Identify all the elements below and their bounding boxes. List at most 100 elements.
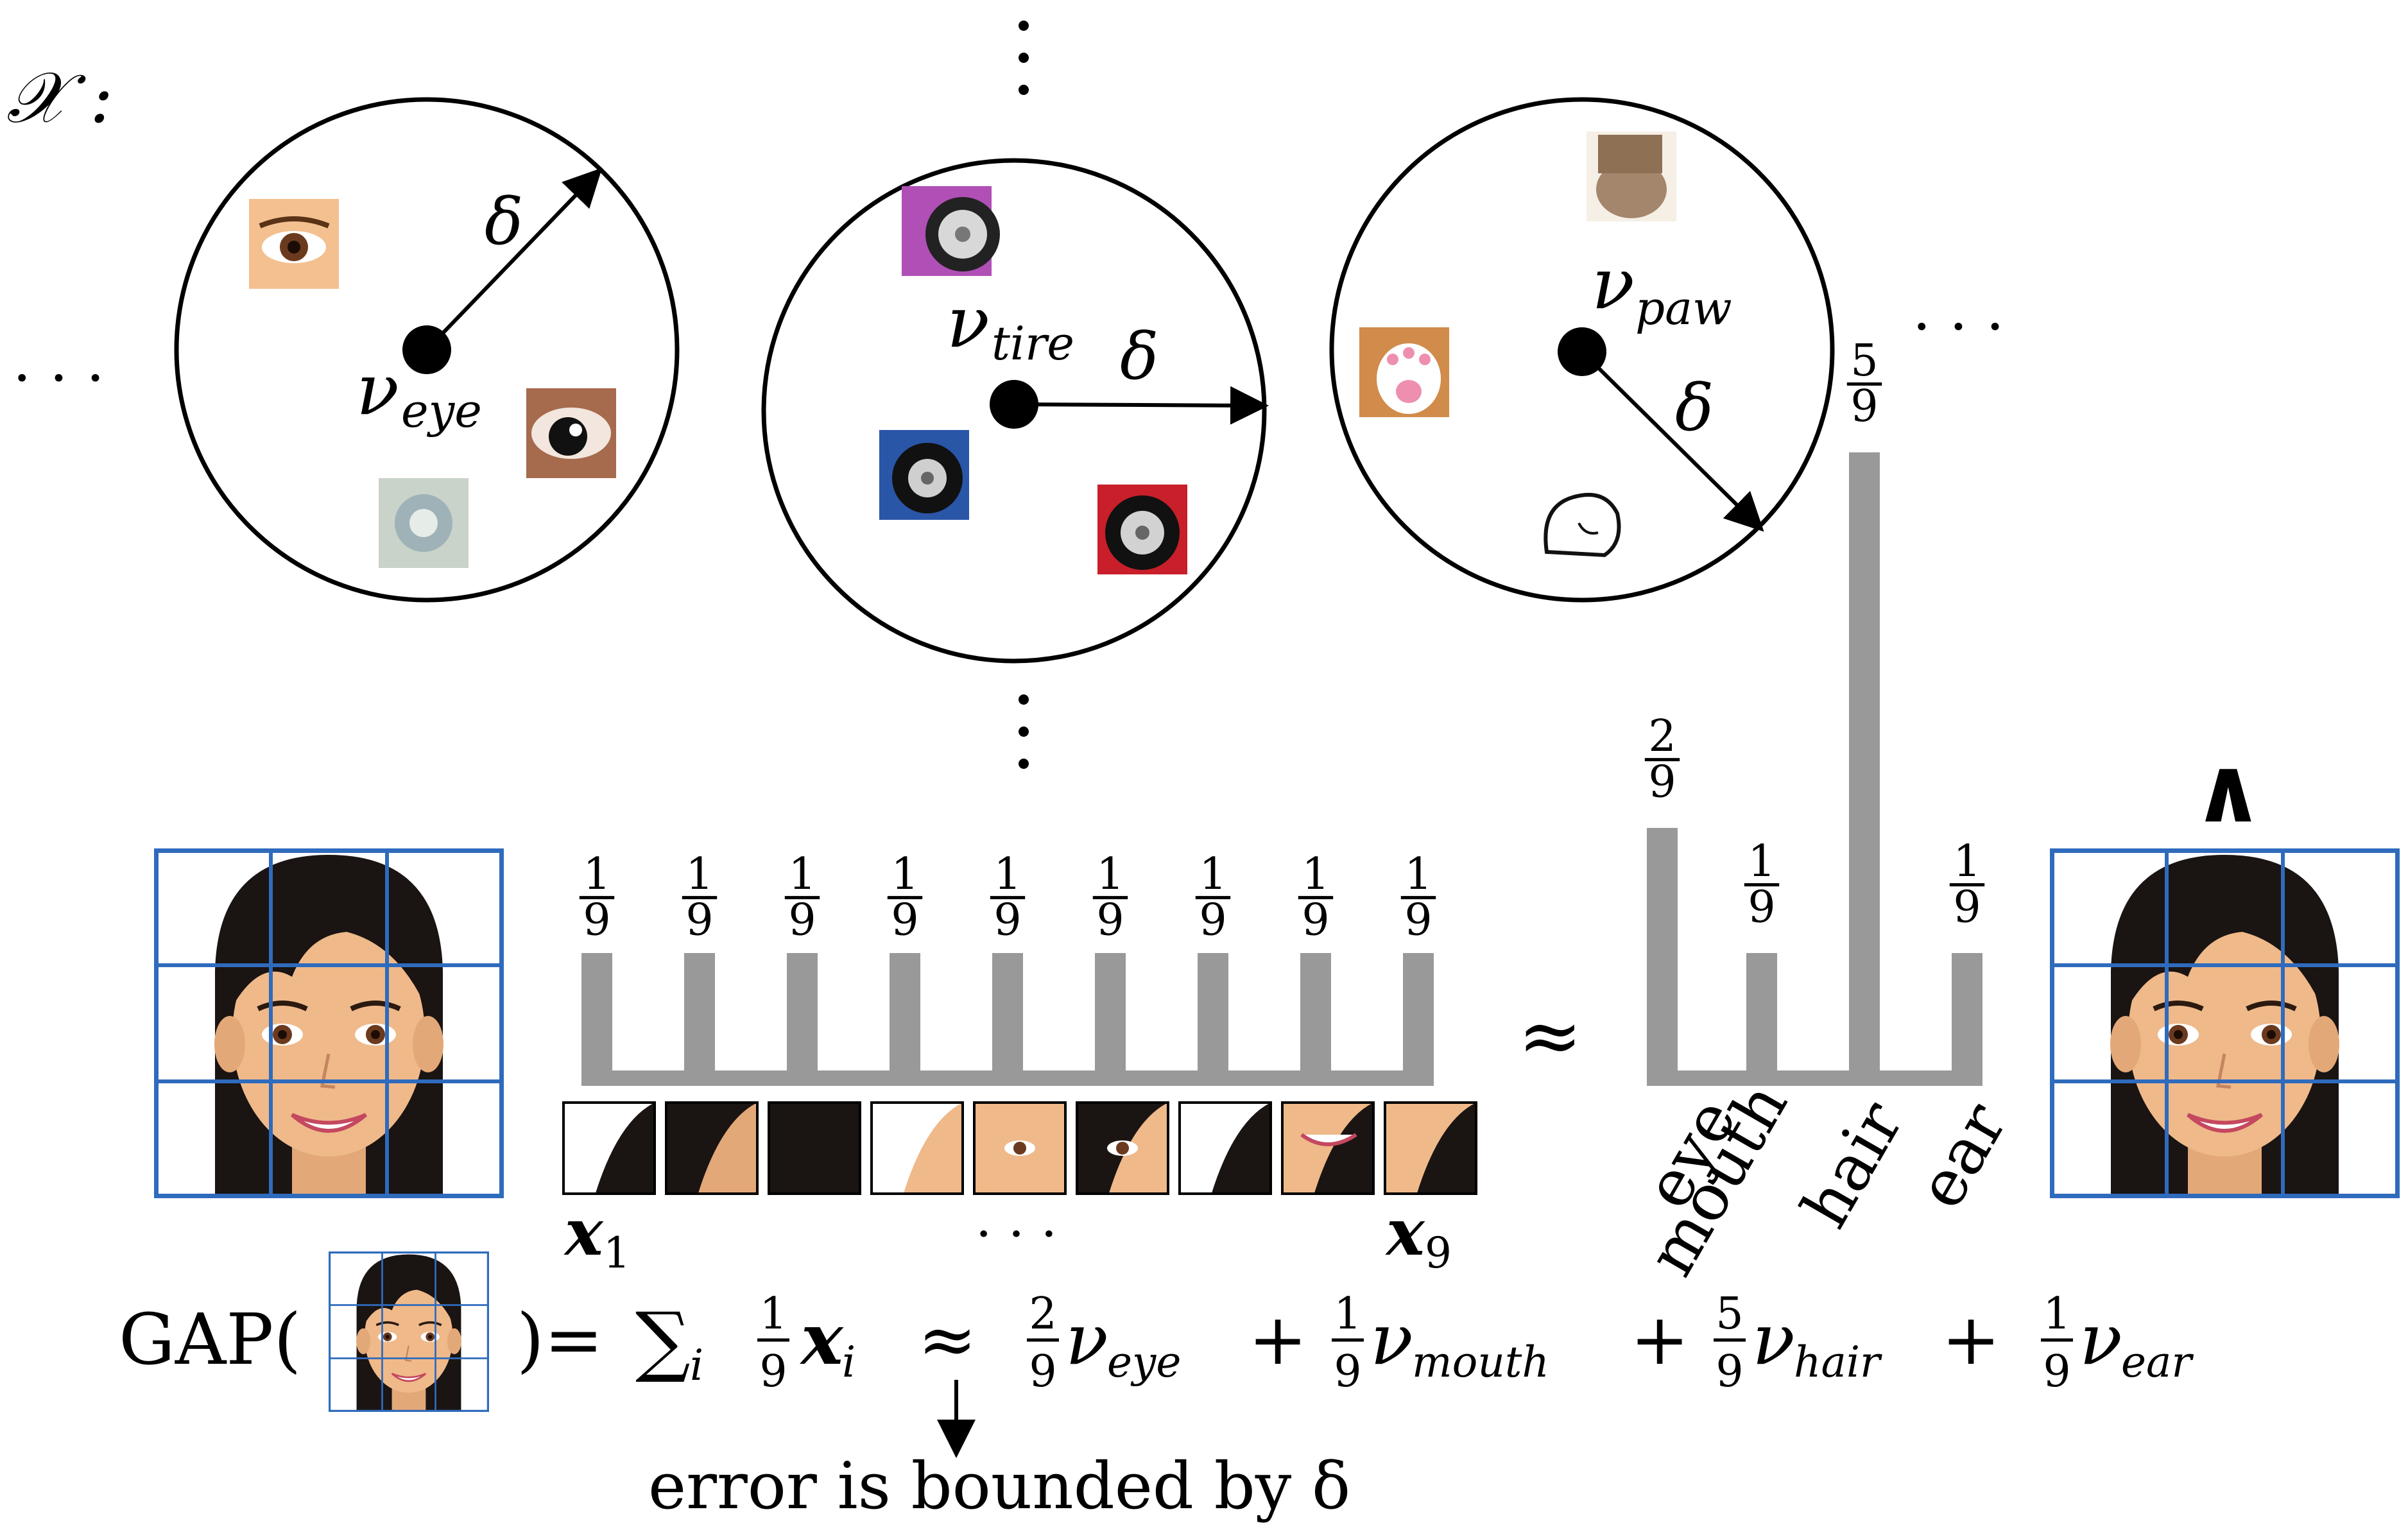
patch-weight-8-den: 9 <box>1302 895 1329 945</box>
patch-bar-3 <box>787 953 818 1078</box>
patch-8 <box>1281 1101 1375 1195</box>
concept-weight-mouth-den: 9 <box>1748 882 1775 933</box>
patch-weight-1-num: 1 <box>583 849 610 900</box>
patch-weight-8: 19 <box>1298 849 1334 945</box>
term-ear-nu: ν <box>2079 1298 2122 1380</box>
patch-6 <box>1076 1101 1169 1195</box>
patch-9 <box>1384 1101 1477 1195</box>
error-note: error is bounded by δ <box>648 1448 1350 1524</box>
patch-1 <box>562 1101 656 1195</box>
patch-bar-9 <box>1403 953 1434 1078</box>
delta-label-paw: δ <box>1675 370 1714 445</box>
prototype-cluster-eye: δ ν eye <box>174 97 680 603</box>
paw-patch-thumbnail-2 <box>1359 327 1449 417</box>
concept-bar-eye <box>1647 828 1678 1078</box>
gap-close: )= <box>517 1298 603 1380</box>
patch-label-middle: · · · <box>976 1204 1057 1264</box>
prototype-cluster-tire: δ ν tire <box>761 158 1269 664</box>
tire-patch-thumbnail-1 <box>902 186 1000 276</box>
patch-bar-1 <box>581 953 612 1078</box>
patch-label-last-sub: 9 <box>1425 1228 1452 1278</box>
wedge-symbol: ∧ <box>2192 738 2265 843</box>
term-ear-num: 1 <box>2043 1289 2070 1339</box>
patch-weight-6-num: 1 <box>1096 849 1124 900</box>
concept-weight-hair: 59 <box>1846 336 1882 432</box>
prototype-center-tire <box>990 380 1038 429</box>
concept-hist-baseline <box>1647 1070 1982 1086</box>
vertical-ellipsis-top <box>1019 21 1029 95</box>
prototype-name-tire: ν <box>947 281 990 363</box>
term-eye-nu: ν <box>1065 1298 1108 1380</box>
patch-label-last: x <box>1385 1194 1425 1270</box>
patch-weight-1: 19 <box>579 849 615 945</box>
patch-bar-2 <box>684 953 715 1078</box>
concept-bar-mouth <box>1746 953 1777 1078</box>
patch-bar-6 <box>1095 953 1126 1078</box>
eq-approx: ≈ <box>918 1298 977 1380</box>
patch-4 <box>870 1101 964 1195</box>
ellipsis-left: · · · <box>13 345 105 412</box>
sum-subscript: i <box>690 1341 703 1390</box>
patch-weight-4: 19 <box>887 849 923 945</box>
patch-weight-4-num: 1 <box>891 849 918 900</box>
patch-weight-6: 19 <box>1092 849 1128 945</box>
patch-7 <box>1178 1101 1272 1195</box>
face-left-grid-border <box>154 848 504 1198</box>
patch-weight-3-num: 1 <box>788 849 816 900</box>
prototype-sub-eye: eye <box>401 384 482 438</box>
patch-weight-5: 19 <box>990 849 1026 945</box>
patch-weight-7: 19 <box>1195 849 1231 945</box>
term-hair-sub: hair <box>1794 1337 1882 1387</box>
patch-weight-9: 19 <box>1400 849 1436 945</box>
concept-weight-ear-den: 9 <box>1953 882 1981 933</box>
patch-weight-3-den: 9 <box>788 895 816 945</box>
patch-weight-9-den: 9 <box>1404 895 1432 945</box>
eq-frac-num: 1 <box>759 1289 787 1339</box>
face-image-right <box>2050 848 2400 1198</box>
concept-weight-ear-num: 1 <box>1953 836 1981 887</box>
face-small-grid-border <box>329 1251 489 1412</box>
prototype-name-paw: ν <box>1592 243 1635 325</box>
eye-patch-thumbnail-3 <box>379 478 469 568</box>
concept-bar-ear <box>1952 953 1982 1078</box>
concept-weight-hair-num: 5 <box>1850 336 1878 386</box>
gap-equation: GAP( )= ∑ i 1 9 x i ≈ 2 9 ν eye + 1 9 ν … <box>119 1251 2194 1412</box>
eye-patch-thumbnail-2 <box>526 388 616 478</box>
plus-2: + <box>1630 1298 1689 1380</box>
patch-hist-baseline <box>581 1070 1434 1086</box>
patch-2 <box>665 1101 759 1195</box>
concept-weight-mouth-num: 1 <box>1748 836 1775 887</box>
patch-weight-1-den: 9 <box>583 895 610 945</box>
concept-weight-eye-den: 9 <box>1648 757 1676 807</box>
patch-label-first: x <box>563 1194 604 1270</box>
prototype-center-paw <box>1558 327 1606 376</box>
space-symbol: 𝒳 : <box>6 56 114 139</box>
term-eye-sub: eye <box>1107 1337 1181 1387</box>
term-eye-den: 9 <box>1029 1346 1056 1397</box>
eq-xi: x <box>800 1298 844 1380</box>
term-mouth-nu: ν <box>1370 1298 1413 1380</box>
patch-weight-5-num: 1 <box>993 849 1021 900</box>
eye-patch-thumbnail-1 <box>249 199 339 289</box>
face-image-left <box>154 848 504 1198</box>
tire-patch-thumbnail-2 <box>879 430 969 520</box>
plus-1: + <box>1248 1298 1307 1380</box>
prototype-cluster-paw: δ ν paw <box>1329 97 1835 603</box>
term-mouth-den: 9 <box>1334 1346 1361 1397</box>
ellipsis-right: · · · <box>1913 293 2004 361</box>
patch-bar-5 <box>992 953 1023 1078</box>
term-hair-den: 9 <box>1716 1346 1743 1397</box>
patch-weight-2-num: 1 <box>685 849 713 900</box>
term-ear-sub: ear <box>2121 1337 2194 1387</box>
sum-symbol: ∑ <box>635 1296 691 1386</box>
prototype-center-eye <box>402 325 451 374</box>
prototype-sub-tire: tire <box>992 316 1074 370</box>
concept-weight-hair-den: 9 <box>1850 381 1878 432</box>
patch-label-first-sub: 1 <box>603 1228 630 1278</box>
paw-patch-thumbnail-3 <box>1537 478 1627 568</box>
patch-bar-7 <box>1198 953 1228 1078</box>
concept-weight-eye-num: 2 <box>1648 711 1676 762</box>
eq-frac-den: 9 <box>759 1346 787 1397</box>
vertical-ellipsis-middle <box>1019 694 1029 769</box>
